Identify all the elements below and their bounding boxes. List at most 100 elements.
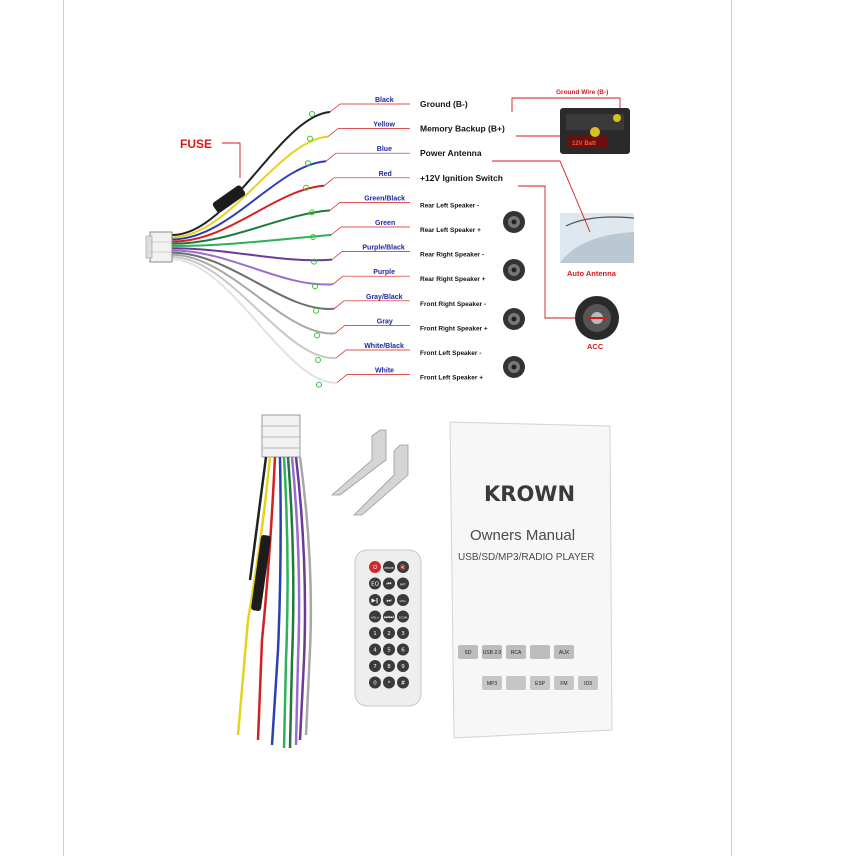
fuse-label: FUSE <box>180 137 212 151</box>
remote-button <box>397 627 409 639</box>
harness-wire <box>171 251 335 310</box>
wire-color-label: Blue <box>377 146 392 153</box>
remote-button <box>383 577 395 590</box>
manual-badge-label: FM <box>560 681 567 687</box>
wire-end-marker <box>310 234 316 240</box>
manual-badge <box>482 676 502 690</box>
label-leader-line <box>331 251 410 260</box>
wire-color-label: White <box>375 368 394 375</box>
manual-title: Owners Manual <box>470 527 575 544</box>
remote-button-label: 0 <box>373 681 377 687</box>
manual-badge <box>530 676 550 690</box>
label-leader-line <box>330 226 410 236</box>
label-leader-line <box>325 152 410 162</box>
label-leader-line <box>334 325 410 334</box>
wire-color-label: Black <box>375 97 394 104</box>
wire-color-label: Purple/Black <box>362 245 405 252</box>
harness-wire <box>171 135 329 239</box>
remote-button-label: 5 <box>387 648 391 654</box>
remote-button <box>397 676 409 689</box>
wire-function-label: Rear Right Speaker + <box>420 276 486 283</box>
manual-badge-label: ESP <box>535 681 546 687</box>
loose-wire-harness <box>236 414 313 749</box>
remote-button <box>383 627 395 639</box>
auto-antenna-illustration <box>560 213 635 263</box>
label-leader-line <box>329 202 410 211</box>
label-leader-line <box>327 128 410 137</box>
remote-button-label: ⏻ <box>373 564 378 571</box>
remote-button-label: MODE <box>384 566 393 570</box>
harness-wire <box>171 184 325 243</box>
speaker-icon <box>503 211 525 233</box>
wire-function-label: Front Right Speaker + <box>420 325 488 332</box>
harness-wire <box>171 256 337 360</box>
label-leader-line <box>333 300 410 310</box>
wire-function-label: Rear Left Speaker - <box>420 202 479 209</box>
manual-badge <box>458 645 478 659</box>
manual-badge <box>578 676 598 690</box>
wire-end-marker <box>313 307 319 314</box>
manual-badge <box>554 676 574 690</box>
remote-button-label: ⏭⏭ <box>384 615 394 621</box>
ground-wire-label: Ground Wire (B-) <box>556 89 608 96</box>
wire-function-label: Front Right Speaker - <box>420 301 486 308</box>
label-leader-line <box>332 275 410 285</box>
remote-button <box>383 660 395 672</box>
auto-antenna-label: Auto Antenna <box>567 269 617 278</box>
owners-manual: KROWN Owners Manual USB/SD/MP3/RADIO PLA… <box>449 421 613 739</box>
harness-wire <box>171 234 332 247</box>
wire-end-marker <box>311 258 317 265</box>
remote-button-label: 🔇 <box>400 564 407 571</box>
remote-button-label: VOL- <box>399 599 406 603</box>
remote-button-label: * <box>388 681 391 687</box>
wire-end-marker <box>312 283 318 290</box>
label-leader-line <box>336 374 410 383</box>
remote-button-label: VOL+ <box>371 616 380 620</box>
manual-badge-label: RCA <box>511 650 522 656</box>
remote-button <box>397 643 409 656</box>
remote-button-label: 8 <box>387 664 391 670</box>
battery-illustration: 12V Batt <box>560 108 630 154</box>
remote-button <box>383 643 395 656</box>
wire-end-marker <box>316 381 322 388</box>
wire-end-marker <box>303 184 309 191</box>
wire-color-label: White/Black <box>364 343 404 350</box>
wire-function-label: Rear Left Speaker + <box>420 227 481 234</box>
remote-button <box>383 610 395 623</box>
remote-button-label: ⏭ <box>387 598 392 604</box>
wire-function-label: Front Left Speaker - <box>420 350 481 357</box>
remote-button-label: 9 <box>401 664 405 670</box>
harness-wire <box>171 111 331 236</box>
manual-badge-label: SD <box>465 650 472 656</box>
fuse-callout-line <box>222 142 241 178</box>
wire-end-marker <box>315 357 321 363</box>
remote-button-label: EQ <box>371 582 379 588</box>
wire-color-label: Green <box>375 220 395 227</box>
battery-text: 12V Batt <box>572 141 596 147</box>
remote-button <box>369 594 381 606</box>
harness-wire <box>171 160 327 241</box>
remote-button <box>383 561 395 573</box>
acc-ignition-illustration <box>575 296 619 340</box>
remote-button-label: SCAN <box>399 616 407 620</box>
remote-button <box>369 577 381 590</box>
wire-function-label: Front Left Speaker + <box>420 375 483 382</box>
manual-badge-label: AUX <box>559 650 570 656</box>
remote-button <box>369 561 381 573</box>
wire-function-label: Ground (B-) <box>420 99 468 109</box>
harness-wire <box>171 247 333 262</box>
manual-badge <box>530 645 550 659</box>
harness-wire <box>171 209 331 245</box>
remote-button <box>397 577 409 590</box>
remote-button <box>397 561 409 573</box>
acc-route-line <box>518 185 575 319</box>
acc-label: ACC <box>587 342 604 351</box>
manual-badge <box>506 676 526 690</box>
remote-button <box>369 610 381 623</box>
label-leader-line <box>323 177 410 187</box>
wire-function-label: +12V Ignition Switch <box>420 173 503 183</box>
manual-badge-label: MP3 <box>487 681 498 687</box>
remote-button <box>383 676 395 689</box>
